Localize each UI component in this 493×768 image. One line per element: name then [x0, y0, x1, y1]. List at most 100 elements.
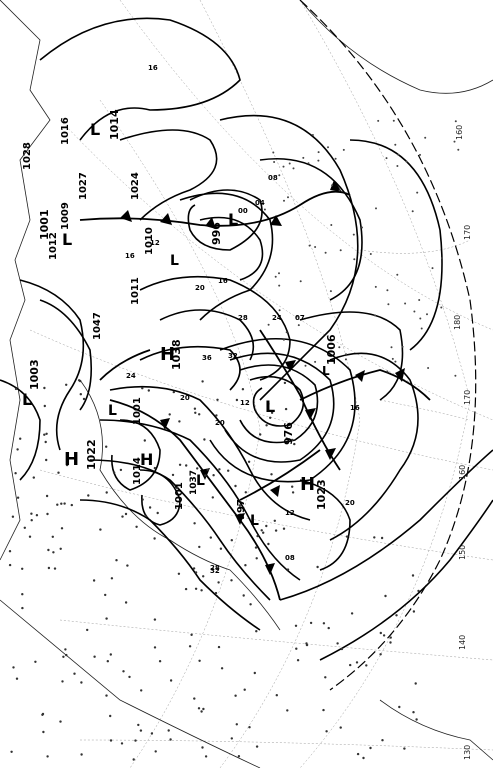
station-dot — [339, 726, 342, 729]
station-dot — [374, 314, 377, 317]
station-dot — [139, 729, 143, 732]
station-dot — [220, 667, 224, 670]
station-dot — [398, 705, 401, 709]
isobar-label: 32 — [210, 567, 220, 575]
station-dot — [194, 587, 198, 590]
pressure-value: 1027 — [78, 172, 89, 200]
pressure-value: 1012 — [48, 232, 59, 260]
station-dot — [381, 739, 384, 742]
station-dot — [79, 393, 83, 396]
center-value: 1006 — [325, 334, 338, 365]
station-dot — [119, 468, 123, 472]
station-dot — [424, 136, 427, 139]
station-dot — [57, 471, 60, 474]
center-letter: L — [250, 513, 259, 529]
station-dot — [203, 438, 206, 441]
station-dot — [59, 547, 62, 550]
isobar-label: 28 — [210, 564, 220, 572]
station-dot — [297, 324, 300, 327]
station-dot — [141, 498, 144, 501]
station-dot — [193, 522, 196, 525]
station-dot — [291, 438, 294, 442]
station-dot — [80, 753, 83, 756]
station-dot — [188, 645, 192, 648]
station-dot — [389, 636, 392, 639]
station-dot — [355, 661, 359, 664]
station-dot — [274, 275, 277, 278]
station-dot — [82, 397, 86, 401]
station-dot — [293, 442, 296, 446]
station-dot — [150, 732, 154, 735]
station-dot — [51, 535, 54, 538]
station-dot — [309, 621, 313, 625]
station-dot — [282, 338, 285, 341]
center-letter: L — [90, 120, 100, 139]
center-value: 976 — [282, 422, 295, 445]
station-dot — [206, 468, 209, 471]
station-dot — [30, 512, 33, 515]
station-dot — [242, 594, 245, 597]
station-dot — [334, 157, 337, 160]
station-dot — [137, 723, 140, 727]
station-dot — [234, 484, 237, 488]
station-dot — [352, 233, 355, 236]
station-dot — [41, 713, 44, 716]
station-dot — [43, 433, 46, 436]
station-dot — [28, 535, 32, 538]
station-dot — [10, 750, 13, 753]
station-dot — [109, 714, 112, 718]
isobar-label: 16 — [350, 404, 360, 412]
station-dot — [384, 594, 387, 598]
station-dot — [158, 660, 162, 663]
station-dot — [234, 694, 237, 697]
station-dot — [193, 697, 196, 700]
station-dot — [202, 575, 205, 578]
station-dot — [154, 750, 157, 753]
station-dot — [369, 746, 372, 750]
station-dot — [362, 756, 365, 760]
station-dot — [338, 346, 341, 349]
station-dot — [153, 618, 157, 621]
center-value: 1010 — [144, 227, 155, 255]
station-dot — [109, 739, 113, 742]
isobar-label: 36 — [202, 354, 212, 362]
station-dot — [47, 548, 50, 552]
station-dot — [47, 566, 51, 570]
station-observations — [8, 119, 460, 761]
station-dot — [278, 309, 281, 312]
pressure-values: 1024 1027 1028 1016 1009 1012 1047 1011 … — [22, 117, 199, 495]
station-dot — [21, 606, 24, 610]
station-dot — [265, 424, 268, 427]
station-dot — [43, 404, 46, 408]
station-dot — [374, 285, 377, 288]
station-dot — [211, 496, 214, 499]
station-dot — [386, 289, 389, 292]
station-dot — [126, 564, 129, 567]
station-dot — [235, 398, 239, 402]
station-dot — [168, 413, 171, 416]
station-dot — [92, 579, 96, 582]
station-dot — [420, 327, 423, 330]
station-dot — [106, 660, 110, 663]
center-letter: L — [196, 473, 205, 489]
station-dot — [404, 302, 407, 305]
station-dot — [167, 729, 170, 732]
station-dot — [34, 660, 37, 663]
station-dot — [56, 503, 59, 506]
center-letter: H — [300, 474, 315, 495]
station-dot — [339, 249, 342, 252]
graticule — [29, 0, 493, 768]
station-dot — [286, 709, 289, 712]
station-dot — [135, 525, 138, 528]
station-dot — [453, 140, 456, 143]
fronts — [79, 180, 431, 601]
station-dot — [382, 634, 386, 637]
station-dot — [109, 653, 113, 656]
station-dot — [171, 473, 175, 477]
station-dot — [314, 246, 317, 248]
pressure-value: 1037 — [189, 470, 199, 495]
station-dot — [249, 603, 252, 606]
isobar-label: 12 — [150, 239, 160, 247]
station-dot — [64, 648, 67, 651]
